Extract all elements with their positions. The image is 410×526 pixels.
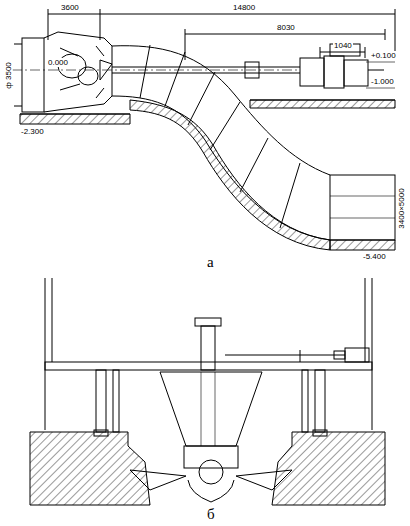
dimension-text: 3600	[60, 3, 80, 12]
dimension-text: 1040	[333, 41, 353, 50]
level-mark: -2.300	[20, 127, 45, 136]
level-mark: 0.000	[47, 58, 69, 67]
level-mark: -1.000	[370, 77, 395, 86]
figure-letter: б	[206, 506, 216, 522]
diameter-dimension: ф 3500	[4, 61, 13, 90]
dimension-text: 8030	[276, 23, 296, 32]
section-dimension: 3400×5000	[396, 187, 405, 229]
level-mark: -5.400	[362, 252, 387, 261]
level-mark: +0.100	[370, 51, 397, 60]
dimension-text: 14800	[232, 3, 256, 12]
figure-letter: а	[206, 254, 215, 270]
